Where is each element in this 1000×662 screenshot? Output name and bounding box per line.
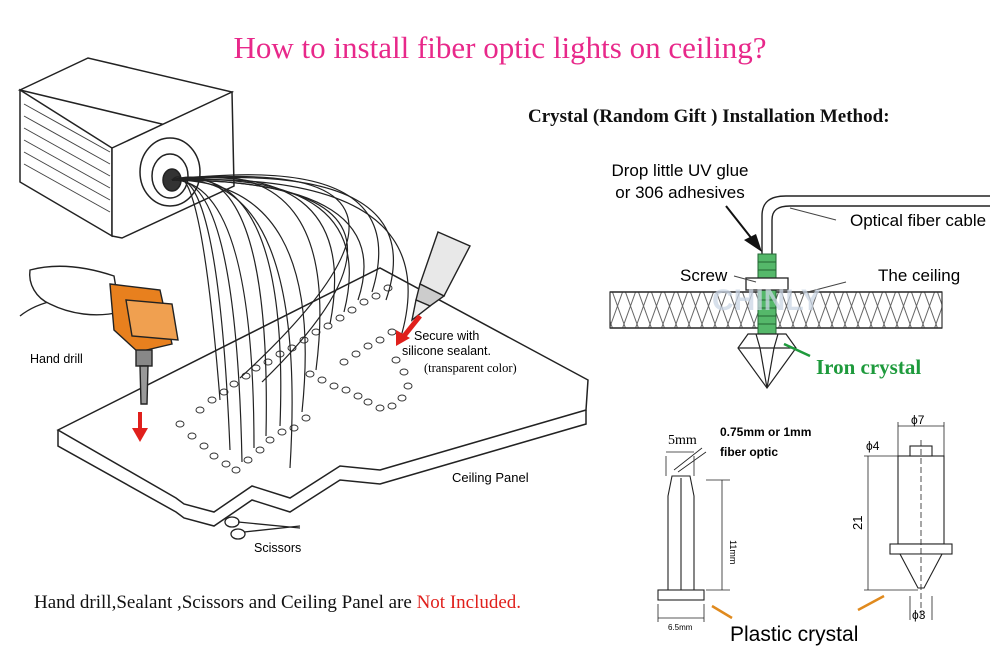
drill-hole bbox=[207, 396, 217, 404]
drill-hole bbox=[371, 292, 381, 300]
drill-hole bbox=[323, 322, 333, 330]
drill-hole bbox=[353, 392, 363, 400]
fiber-optic-label-2: fiber optic bbox=[720, 445, 778, 459]
crystal-heading: Crystal (Random Gift ) Installation Meth… bbox=[528, 106, 890, 127]
fiber-strand bbox=[171, 176, 395, 301]
drill-hole bbox=[363, 398, 373, 406]
drill-hole bbox=[347, 306, 357, 314]
drill-hole bbox=[219, 388, 229, 396]
red-arrow-icon bbox=[132, 412, 148, 442]
the-ceiling-label: The ceiling bbox=[878, 266, 960, 285]
drill-hole bbox=[375, 404, 385, 412]
scissors-label: Scissors bbox=[254, 541, 301, 555]
drill-hole bbox=[195, 406, 205, 414]
drill-hole bbox=[301, 414, 311, 422]
iron-crystal-icon bbox=[737, 333, 797, 390]
drill-hole bbox=[199, 442, 209, 450]
drill-hole bbox=[305, 370, 315, 378]
iron-crystal-label: Iron crystal bbox=[816, 355, 921, 379]
optical-fiber-bundle bbox=[171, 174, 409, 469]
drill-hole bbox=[221, 460, 231, 468]
fiber-strand bbox=[171, 176, 221, 401]
drill-hole bbox=[187, 432, 197, 440]
footer-note: Hand drill,Sealant ,Scissors and Ceiling… bbox=[34, 592, 521, 614]
drill-hole bbox=[231, 466, 241, 474]
fiber-strand bbox=[171, 179, 255, 449]
fiber-cable bbox=[761, 195, 990, 258]
drill-hole bbox=[339, 358, 349, 366]
drill-hole bbox=[265, 436, 275, 444]
ceiling-panel bbox=[56, 267, 589, 527]
drill-hole bbox=[397, 394, 407, 402]
hand-drill-icon bbox=[19, 265, 179, 405]
drill-hole bbox=[387, 328, 397, 336]
drill-hole bbox=[359, 298, 369, 306]
drill-hole bbox=[383, 284, 393, 292]
dim-5mm: 5mm bbox=[668, 433, 697, 448]
drill-hole bbox=[351, 350, 361, 358]
drill-hole bbox=[243, 456, 253, 464]
drill-hole bbox=[329, 382, 339, 390]
fiber-strand bbox=[171, 175, 350, 379]
drill-hole bbox=[391, 356, 401, 364]
drill-hole bbox=[403, 382, 413, 390]
phi4-label: ϕ4 bbox=[866, 439, 880, 453]
fiber-strand bbox=[171, 179, 306, 413]
fiber-strand bbox=[171, 179, 349, 383]
red-arrow-icon bbox=[396, 314, 422, 346]
ceiling-panel-label: Ceiling Panel bbox=[452, 470, 529, 485]
plastic-crystal-drawing bbox=[657, 447, 730, 622]
scissors-icon bbox=[224, 516, 301, 540]
watermark: CHINLY bbox=[712, 284, 821, 317]
drill-hole bbox=[209, 452, 219, 460]
fiber-optic-label-1: 0.75mm or 1mm bbox=[720, 425, 811, 439]
plastic-crystal-caption: Plastic crystal bbox=[730, 623, 858, 646]
height-dim-label: 11mm bbox=[728, 540, 738, 564]
optical-fiber-cable-label: Optical fiber cable bbox=[850, 211, 986, 230]
screw bbox=[745, 253, 789, 335]
hand-drill-label: Hand drill bbox=[30, 352, 83, 366]
drill-hole bbox=[277, 428, 287, 436]
drill-hole bbox=[387, 402, 397, 410]
drill-hole bbox=[335, 314, 345, 322]
screw-label: Screw bbox=[680, 266, 728, 285]
iron-crystal-drawing bbox=[864, 422, 953, 620]
secure-label-2: silicone sealant. bbox=[402, 344, 491, 358]
height-21-label: 21 bbox=[850, 516, 865, 530]
drill-hole bbox=[255, 446, 265, 454]
footer-not-included: Not Included. bbox=[416, 592, 522, 613]
drill-hole bbox=[399, 368, 409, 376]
sealant-tube-icon bbox=[410, 231, 471, 322]
drill-hole bbox=[175, 420, 185, 428]
secure-label-1: Secure with bbox=[414, 329, 479, 343]
secure-note: (transparent color) bbox=[424, 361, 517, 375]
drill-hole bbox=[363, 342, 373, 350]
drill-hole bbox=[317, 376, 327, 384]
drill-hole bbox=[229, 380, 239, 388]
drill-hole bbox=[375, 336, 385, 344]
glue-arrow-icon bbox=[725, 205, 762, 252]
base-dim-label: 6.5mm bbox=[668, 623, 693, 632]
drill-hole bbox=[241, 372, 251, 380]
fiber-strand bbox=[171, 174, 380, 293]
phi7-label: ϕ7 bbox=[911, 413, 925, 427]
fiber-strand bbox=[171, 178, 409, 341]
footer-text: Hand drill,Sealant ,Scissors and Ceiling… bbox=[34, 592, 417, 613]
page-title: How to install fiber optic lights on cei… bbox=[233, 30, 767, 65]
glue-label-1: Drop little UV glue bbox=[611, 161, 748, 180]
drill-hole bbox=[341, 386, 351, 394]
light-source-box-icon bbox=[17, 57, 235, 239]
glue-label-2: or 306 adhesives bbox=[615, 183, 744, 202]
drill-holes bbox=[175, 284, 413, 474]
phi3-label: ϕ3 bbox=[912, 608, 926, 622]
